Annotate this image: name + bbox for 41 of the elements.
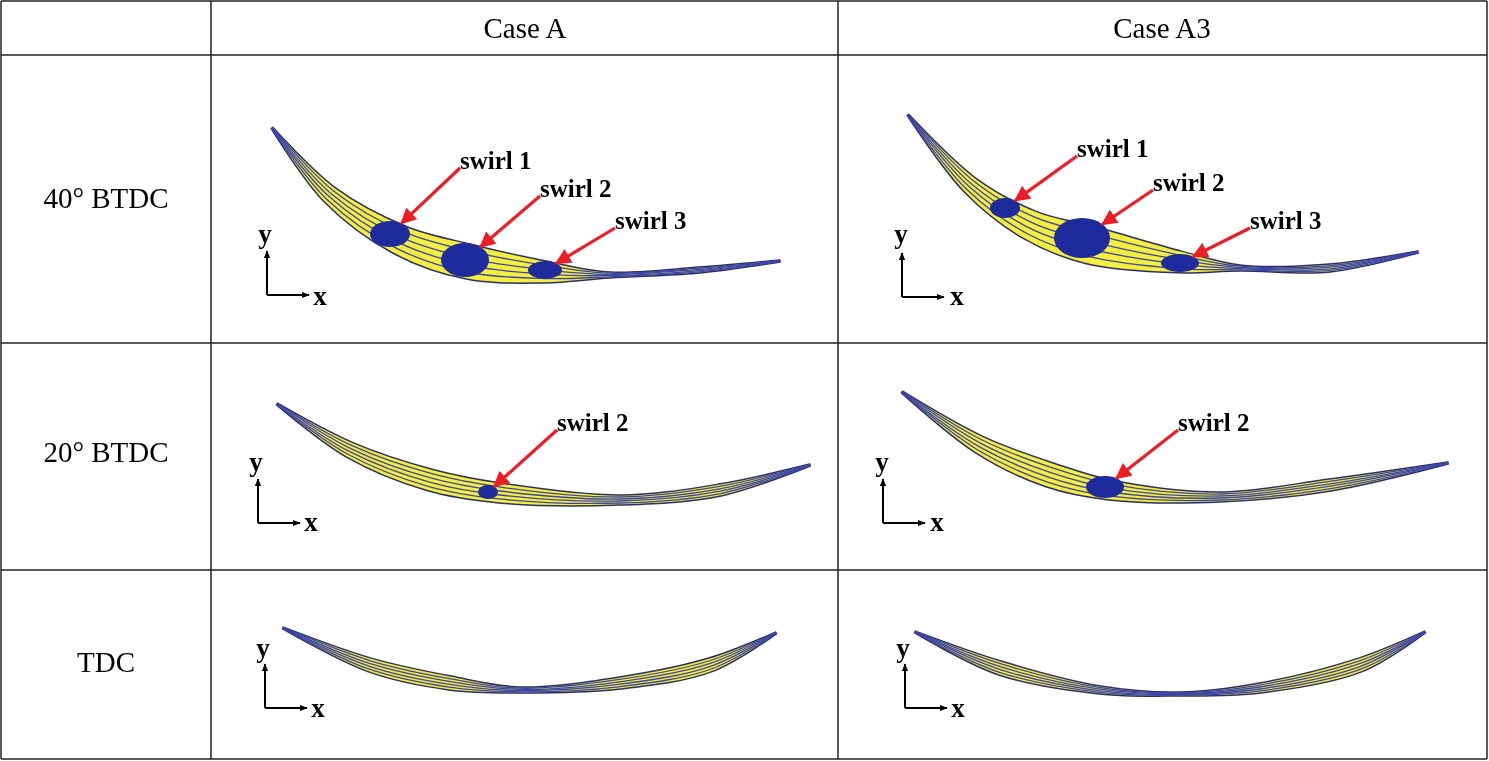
leader-arrow: [1191, 226, 1251, 258]
leader-arrow: [492, 428, 559, 488]
leader-arrow: [400, 166, 462, 225]
swirl-core: [990, 198, 1020, 218]
swirl-core: [528, 261, 562, 279]
swirl-core: [370, 221, 410, 247]
swirl-label: swirl 3: [1250, 208, 1322, 233]
swirl-label: swirl 1: [1077, 136, 1149, 161]
swirl-label: swirl 3: [615, 208, 687, 233]
axis-label: y: [896, 634, 910, 662]
column-header: Case A: [483, 13, 567, 43]
leader-arrow: [554, 226, 616, 265]
swirl-core: [1086, 476, 1124, 498]
axis-label: x: [951, 694, 965, 722]
swirl-core: [1054, 218, 1110, 258]
leader-arrow: [1115, 428, 1179, 480]
row-header: 20° BTDC: [43, 437, 169, 467]
axis-label: y: [875, 448, 889, 476]
column-header: Case A3: [1113, 13, 1211, 43]
leader-arrow: [1101, 188, 1154, 226]
axis-label: x: [304, 508, 318, 536]
leader-arrow: [479, 194, 542, 249]
axis-label: x: [313, 282, 327, 310]
axis-label: y: [256, 634, 270, 662]
swirl-core: [441, 243, 489, 277]
swirl-label: swirl 1: [460, 148, 532, 173]
swirl-core: [1161, 254, 1199, 272]
swirl-label: swirl 2: [1178, 410, 1250, 435]
axis-label: x: [311, 694, 325, 722]
axis-label: x: [950, 282, 964, 310]
swirl-label: swirl 2: [540, 176, 612, 201]
row-header: 40° BTDC: [43, 183, 169, 213]
leader-arrow: [1013, 154, 1078, 202]
row-header: TDC: [77, 647, 135, 677]
axis-label: y: [258, 220, 272, 248]
swirl-label: swirl 2: [557, 410, 629, 435]
swirl-label: swirl 2: [1153, 170, 1225, 195]
swirl-core: [478, 485, 498, 499]
axis-label: y: [894, 220, 908, 248]
axis-label: x: [930, 508, 944, 536]
axis-label: y: [249, 448, 263, 476]
